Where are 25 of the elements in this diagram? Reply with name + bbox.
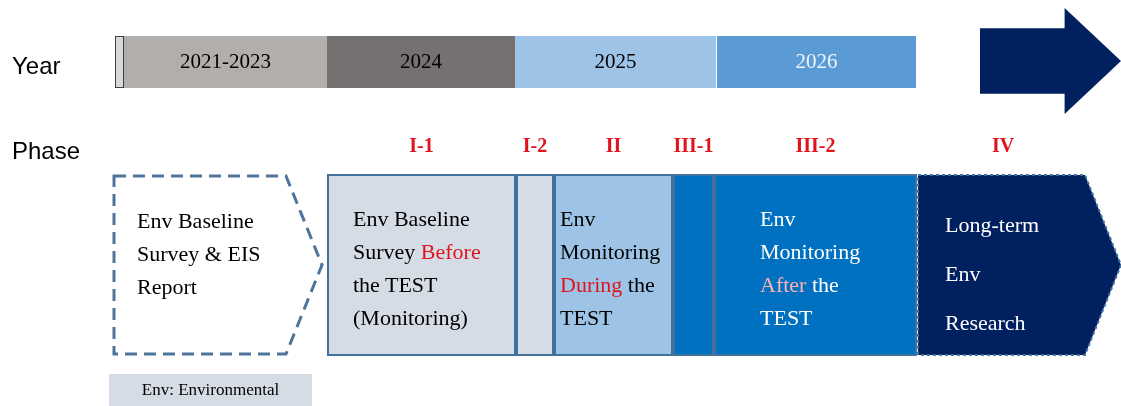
phase-label: III-1 — [673, 133, 714, 158]
phase-text: Env Monitoring After the TEST — [760, 205, 862, 332]
year-bar — [515, 36, 716, 88]
row-label: Year — [12, 52, 61, 79]
note-text: Env: Environmental — [141, 379, 280, 402]
phase-text: Env Baseline Survey Before the TEST (Monitoring) — [353, 205, 482, 332]
row-label: Phase — [12, 137, 81, 164]
phase-label: I-1 — [409, 133, 434, 158]
year-text: 2021-2023 — [180, 48, 271, 76]
year-text: 2026 — [795, 48, 838, 76]
phase-label: III-2 — [795, 133, 836, 158]
big-arrow — [980, 8, 1121, 114]
phase-label: II — [605, 133, 622, 158]
year-text: 2025 — [594, 48, 637, 76]
year-text: 2024 — [400, 48, 442, 76]
phase-text: Env Baseline Survey & EIS Report — [137, 207, 262, 301]
phase-text: Env Monitoring During the TEST — [560, 205, 662, 332]
phase-text: Long-term Env Research — [945, 211, 1041, 337]
year-bar — [717, 36, 916, 88]
timeline-bar — [115, 36, 124, 88]
phase-label: IV — [991, 133, 1015, 158]
note-box — [109, 374, 312, 406]
phase-label: I-2 — [522, 133, 548, 158]
year-bar — [124, 36, 327, 88]
year-bar — [327, 36, 515, 88]
